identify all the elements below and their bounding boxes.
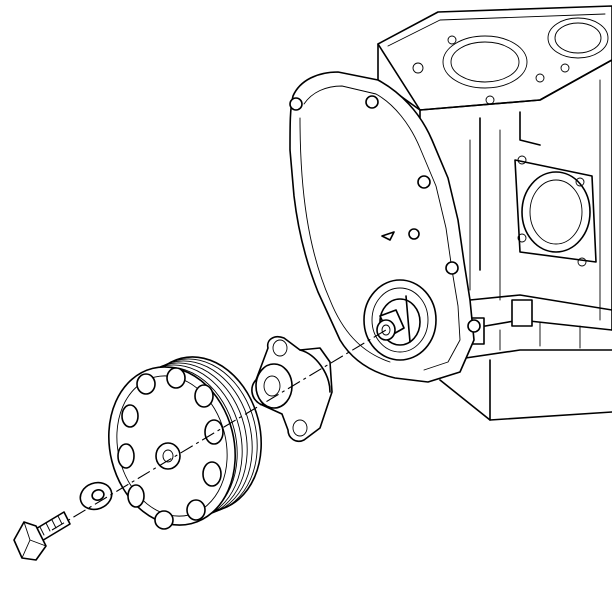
- balancer-hub: [251, 335, 333, 443]
- crankshaft-pulley: [108, 356, 262, 530]
- timing-cover: [289, 71, 481, 383]
- bolt: [13, 511, 71, 561]
- crankshaft-seal: [376, 295, 411, 343]
- assembly-centerline: [51, 329, 387, 531]
- washer: [79, 481, 113, 511]
